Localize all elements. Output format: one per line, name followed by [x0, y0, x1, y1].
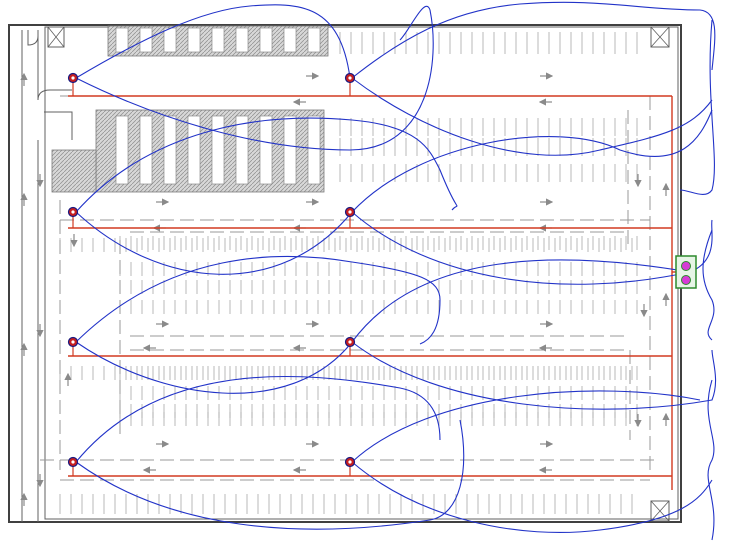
coverage-curve [351, 341, 717, 410]
sprinkler-head-icon [67, 206, 79, 218]
pump-marker-icon [681, 261, 691, 271]
coverage-curve [351, 390, 701, 463]
coverage-curve [679, 19, 715, 195]
sprinkler-head-icon [344, 336, 356, 348]
pump-station [675, 255, 697, 289]
parking-stall-icon [283, 115, 297, 185]
parking-stall-icon [235, 115, 249, 185]
coverage-curve [351, 77, 713, 156]
parking-stall-icon [163, 27, 177, 53]
direction-arrows [20, 72, 670, 506]
sprinkler-coverage-curves [75, 1, 717, 541]
parking-stall-icon [115, 27, 129, 53]
coverage-curve [75, 6, 434, 151]
entry-ramp-wall [21, 30, 73, 522]
elevator-icon [650, 500, 670, 522]
coverage-curve [351, 211, 713, 285]
sprinkler-head-icon [67, 456, 79, 468]
parking-stall-icon [163, 115, 177, 185]
parking-stall-icon [139, 115, 153, 185]
stair-icon [47, 26, 65, 48]
door-icon [27, 30, 39, 46]
parking-stall-icon [259, 27, 273, 53]
parking-stall-icon [115, 115, 129, 185]
coverage-curve [351, 109, 713, 213]
coverage-curve [75, 255, 441, 345]
hatched-block [51, 149, 97, 193]
coverage-curve [351, 1, 716, 79]
parking-stall-icon [235, 27, 249, 53]
inner-wall [44, 26, 679, 520]
sprinkler-head-icon [67, 72, 79, 84]
parking-stall-icon [259, 115, 273, 185]
parking-stall-lines [59, 32, 638, 514]
outer-wall [8, 24, 682, 523]
coverage-curve [351, 259, 691, 343]
parking-stall-icon [211, 27, 225, 53]
coverage-curve [75, 419, 465, 530]
building-outline [8, 24, 682, 523]
sprinkler-heads [67, 72, 356, 468]
parking-stall-icon [307, 115, 321, 185]
elevator-icon-cross [650, 26, 670, 48]
pump-marker-icon [681, 275, 691, 285]
coverage-curve [75, 4, 351, 79]
coverage-curve [707, 379, 715, 541]
sprinkler-head-icon [67, 336, 79, 348]
coverage-curve [75, 211, 353, 275]
parking-stall-icon [307, 27, 321, 53]
coverage-curve [75, 117, 458, 213]
elevator-icon-cross [650, 500, 670, 522]
parking-stall-icon [187, 115, 201, 185]
sprinkler-head-icon [344, 72, 356, 84]
sprinkler-head-icon [344, 206, 356, 218]
coverage-curve [75, 341, 353, 394]
coverage-curve [702, 229, 715, 341]
parking-stall-icon [283, 27, 297, 53]
coverage-curve [351, 461, 713, 533]
elevator-icon [650, 26, 670, 48]
stair-icon-cross [47, 26, 65, 48]
parking-stall-icon [187, 27, 201, 53]
parking-stall-icon [211, 115, 225, 185]
sprinkler-head-icon [344, 456, 356, 468]
accessible-stall-blocks [51, 25, 329, 193]
